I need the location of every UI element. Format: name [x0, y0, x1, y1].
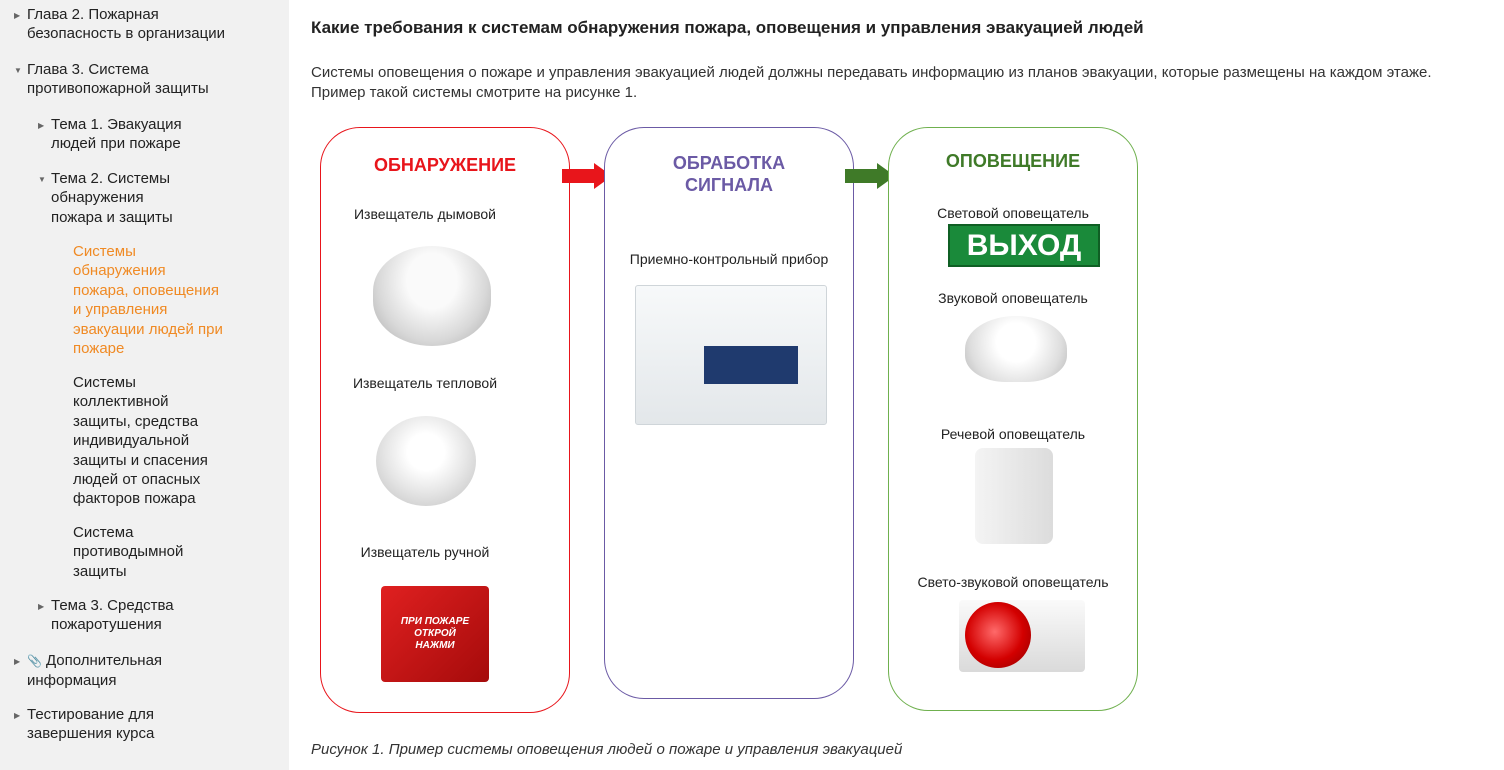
- manual-text-2: ОТКРОЙ: [414, 628, 456, 639]
- sidebar-item-label: Глава 2. Пожарная: [27, 6, 159, 23]
- manual-call-point-image: ПРИ ПОЖАРЕ ОТКРОЙ НАЖМИ: [381, 586, 489, 682]
- sidebar-item-label: защиты, средства: [73, 412, 199, 430]
- sidebar-item-label: эвакуации людей при: [73, 320, 223, 338]
- caret-right-icon[interactable]: ▶: [14, 711, 21, 720]
- voice-notifier-image: [975, 448, 1053, 544]
- arrow-right-green-icon: [845, 163, 895, 189]
- sidebar-item-label: защиты и спасения: [73, 451, 208, 469]
- arrow-right-red-icon: [562, 163, 612, 189]
- voice-notifier-label: Речевой оповещатель: [940, 426, 1086, 442]
- sidebar-item[interactable]: ▶ Тема 3. Средства пожаротушения: [38, 596, 174, 635]
- sidebar-item-label: Тема 2. Системы: [51, 170, 171, 187]
- detection-panel: ОБНАРУЖЕНИЕ Извещатель дымовой Извещател…: [320, 127, 570, 713]
- paperclip-icon: 📎: [27, 654, 42, 668]
- sidebar-item-label: Система: [73, 524, 134, 541]
- sidebar-item-label: людей при пожаре: [51, 135, 181, 153]
- manual-detector-label: Извещатель ручной: [360, 544, 490, 560]
- sidebar-item-label: Системы: [73, 374, 136, 391]
- sidebar-item-label: информация: [27, 672, 117, 690]
- sidebar-item-label: обнаружения: [51, 189, 144, 207]
- course-sidebar: ▶ Глава 2. Пожарная безопасность в организ…: [0, 0, 289, 770]
- sidebar-item-label: факторов пожара: [73, 490, 196, 508]
- sidebar-item-label: пожара и защиты: [51, 208, 173, 226]
- light-sound-notifier-image: [959, 600, 1085, 672]
- sound-notifier-image: [965, 316, 1067, 382]
- processing-title-1: ОБРАБОТКА: [672, 153, 786, 173]
- sidebar-item-label: безопасность в организации: [27, 25, 225, 43]
- sidebar-item-label: и управления: [73, 301, 168, 319]
- sidebar-item-label: Тема 3. Средства: [51, 597, 174, 614]
- caret-down-icon[interactable]: ▼: [14, 66, 22, 75]
- sidebar-item-label: завершения курса: [27, 725, 155, 743]
- intro-text: Системы оповещения о пожаре и управления…: [311, 64, 1432, 101]
- notification-title: ОПОВЕЩЕНИЕ: [945, 151, 1081, 171]
- sidebar-item-label: Системы: [73, 243, 136, 260]
- manual-text-3: НАЖМИ: [415, 640, 455, 651]
- sidebar-item-label: Глава 3. Система: [27, 61, 149, 78]
- sidebar-item-label: противопожарной защиты: [27, 80, 209, 98]
- sidebar-item-label: Тестирование для: [27, 706, 155, 723]
- sidebar-item-label: Дополнительная: [45, 652, 163, 669]
- processing-title-2: СИГНАЛА: [685, 175, 773, 195]
- heat-detector-image: [376, 416, 476, 506]
- sidebar-item-label: пожара, оповещения: [73, 281, 219, 299]
- notification-panel: ОПОВЕЩЕНИЕ Световой оповещатель ВЫХОД Зв…: [888, 127, 1138, 711]
- sidebar-item[interactable]: ▶ Тема 1. Эвакуация людей при пожаре: [38, 115, 182, 154]
- exit-sign-image: ВЫХОД: [948, 224, 1100, 267]
- smoke-detector-image: [373, 246, 491, 346]
- sidebar-item[interactable]: ▶ Тестирование для завершения курса: [14, 705, 155, 744]
- page-title: Какие требования к системам обнаружения …: [311, 18, 1144, 37]
- sidebar-item[interactable]: ▼ Глава 3. Система противопожарной защиты: [14, 60, 209, 99]
- sidebar-item-label: индивидуальной: [73, 432, 190, 450]
- heat-detector-label: Извещатель тепловой: [352, 375, 498, 391]
- caret-right-icon[interactable]: ▶: [38, 121, 45, 130]
- figure-caption: Рисунок 1. Пример системы оповещения люд…: [311, 741, 903, 758]
- control-panel-label: Приемно-контрольный прибор: [629, 251, 829, 267]
- detection-title: ОБНАРУЖЕНИЕ: [373, 155, 517, 175]
- light-sound-notifier-label: Свето-звуковой оповещатель: [917, 574, 1109, 590]
- caret-right-icon[interactable]: ▶: [14, 11, 21, 20]
- caret-right-icon[interactable]: ▶: [38, 602, 45, 611]
- manual-text-1: ПРИ ПОЖАРЕ: [400, 616, 470, 627]
- smoke-detector-label: Извещатель дымовой: [353, 206, 496, 222]
- light-notifier-label: Световой оповещатель: [937, 205, 1089, 221]
- sidebar-item-label: обнаружения: [73, 262, 166, 280]
- sidebar-item-label: пожаре: [73, 340, 125, 358]
- sidebar-item-label: противодымной: [73, 543, 184, 561]
- sidebar-item[interactable]: ▶ Глава 2. Пожарная безопасность в организ…: [14, 5, 225, 44]
- caret-down-icon[interactable]: ▼: [38, 175, 46, 184]
- sidebar-item[interactable]: ▶ 📎Дополнительная информация: [14, 651, 163, 691]
- sidebar-item-label: Тема 1. Эвакуация: [51, 116, 182, 133]
- control-panel-image: [635, 285, 827, 425]
- sidebar-item-label: пожаротушения: [51, 616, 162, 634]
- caret-right-icon[interactable]: ▶: [14, 657, 21, 666]
- sidebar-item-label: защиты: [73, 562, 127, 580]
- sound-notifier-label: Звуковой оповещатель: [938, 290, 1088, 306]
- sidebar-item-label: коллективной: [73, 393, 169, 411]
- sidebar-item-label: людей от опасных: [73, 471, 201, 489]
